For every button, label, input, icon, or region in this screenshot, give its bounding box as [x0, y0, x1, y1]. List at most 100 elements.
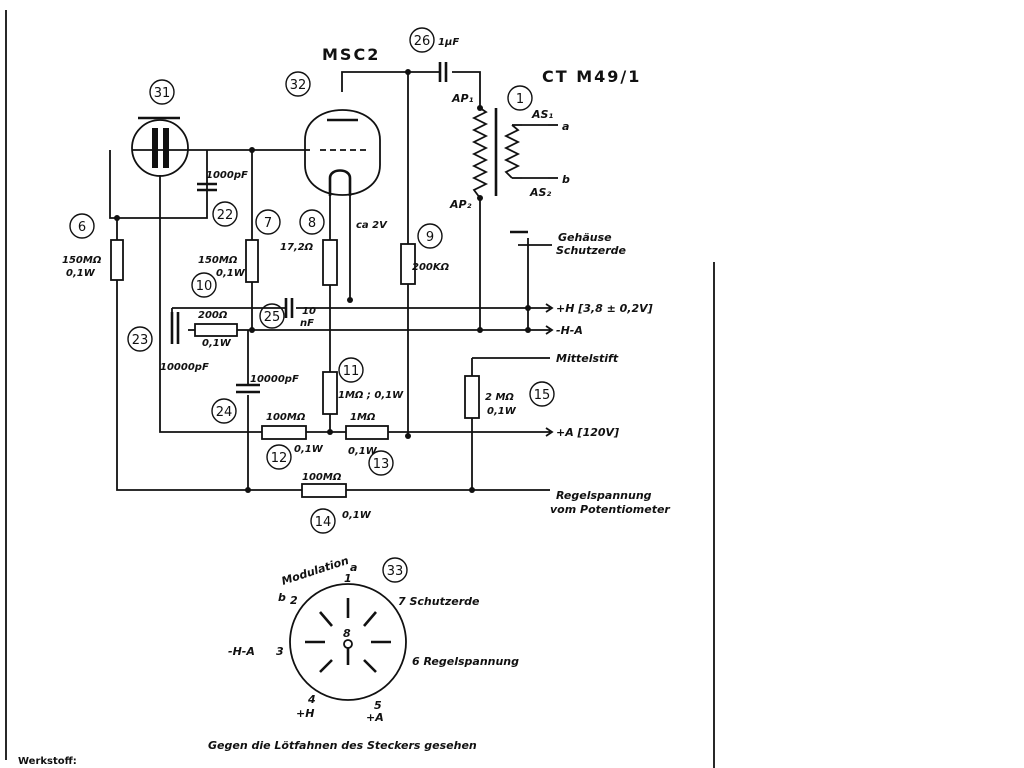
ref-22: 22 [217, 208, 234, 223]
terminal-center: Mittelstift [556, 352, 619, 365]
pin-b-label: b [278, 591, 286, 604]
r13-value: 1MΩ [350, 412, 376, 423]
ref-9: 9 [426, 230, 434, 245]
out-b-label: b [562, 173, 570, 186]
ref-12: 12 [271, 451, 288, 466]
werkstoff-label: Werkstoff: [18, 756, 77, 767]
ref-24: 24 [216, 405, 233, 420]
ref-15: 15 [534, 388, 551, 403]
pin-1-label: 1 [344, 572, 352, 585]
terminal-labels: Gehäuse Schutzerde +H [3,8 ± 0,2V] -H-A … [550, 231, 670, 516]
r11-value: 1MΩ ; 0,1W [338, 390, 404, 401]
terminal-control: Regelspannung [556, 489, 652, 502]
ref-7: 7 [264, 216, 272, 231]
c24-value: 10000pF [250, 374, 299, 385]
resistor-r7 [245, 239, 259, 283]
terminal-control-source: vom Potentiometer [550, 503, 670, 516]
transformer-type: CT M49/1 [542, 67, 641, 86]
resistors [110, 239, 480, 498]
ref-25: 25 [264, 310, 281, 325]
pin-3-label: 3 [276, 645, 284, 658]
r14-value: 100MΩ [302, 472, 342, 483]
capacitor-c22 [197, 182, 217, 192]
r10-power: 0,1W [202, 338, 232, 349]
terminal-heater-minus: -H-A [556, 324, 583, 337]
tube-msc2 [304, 109, 381, 196]
r13-power: 0,1W [348, 446, 378, 457]
ref-8: 8 [308, 216, 316, 231]
ref-1: 1 [516, 92, 524, 107]
ref-33: 33 [387, 564, 404, 579]
r10-value: 200Ω [198, 310, 228, 321]
c22-value: 1000pF [206, 170, 248, 181]
ref-26: 26 [414, 34, 431, 49]
r12-value: 100MΩ [266, 412, 306, 423]
ref-13: 13 [373, 457, 390, 472]
modulation-label: Modulation [280, 554, 351, 588]
capacitor-c24 [236, 383, 260, 394]
ref-6: 6 [78, 220, 86, 235]
pin-4-desc: +H [296, 707, 314, 720]
capacitor-c26 [438, 62, 448, 82]
pin-6-desc: 6 Regelspannung [412, 655, 519, 668]
resistor-r11 [322, 371, 338, 415]
resistor-r10 [194, 323, 238, 337]
c23-value: 10000pF [160, 362, 209, 373]
ref-32: 32 [290, 78, 307, 93]
pin-2-label: 2 [290, 594, 298, 607]
resistor-r14 [301, 483, 347, 498]
terminal-case-earth: Schutzerde [556, 244, 627, 257]
pin-5-label: 5 [374, 699, 382, 712]
junction-dots [114, 69, 531, 493]
r9-value: 200KΩ [412, 262, 450, 273]
capacitor-c23 [170, 312, 180, 344]
resistor-r9 [400, 243, 416, 285]
reference-markers: 31 32 26 1 6 22 7 8 9 10 25 23 11 24 1 2 … [69, 27, 555, 583]
cathode-voltage: ca 2V [356, 220, 388, 231]
pin-4-label: 4 [307, 693, 316, 706]
plug-pinout: 8 1 2 3 4 5 Modulation a b 7 Schutzerde … [208, 554, 519, 752]
r7-power: 0,1W [216, 268, 246, 279]
c25-unit: nF [300, 318, 314, 329]
out-a-label: a [562, 120, 569, 133]
ref-14: 14 [315, 515, 332, 530]
tube-type: MSC2 [322, 45, 380, 64]
c25-value: 10 [302, 306, 316, 317]
r8-value: 17,2Ω [280, 242, 314, 253]
resistor-r8 [322, 239, 338, 286]
ap2-label: AP₂ [449, 198, 472, 211]
wiring [109, 71, 558, 491]
ref-31: 31 [154, 86, 171, 101]
ref-23: 23 [132, 333, 149, 348]
terminal-heater-plus: +H [3,8 ± 0,2V] [556, 302, 653, 315]
terminal-case: Gehäuse [558, 231, 612, 244]
transformer [471, 107, 522, 199]
capacitor-c25 [284, 298, 294, 318]
pin-7-desc: 7 Schutzerde [398, 595, 480, 608]
as1-label: AS₁ [531, 108, 553, 121]
r6-value: 150MΩ [62, 255, 102, 266]
pin-5-desc: +A [366, 711, 384, 724]
resistor-r12 [261, 425, 307, 440]
r7-value: 150MΩ [198, 255, 238, 266]
resistor-r15 [464, 375, 480, 419]
as2-label: AS₂ [529, 186, 551, 199]
plug-caption: Gegen die Lötfahnen des Steckers gesehen [208, 739, 477, 752]
pin-8-label: 8 [343, 627, 351, 640]
r6-power: 0,1W [66, 268, 96, 279]
r15-power: 0,1W [487, 406, 517, 417]
resistor-r13 [345, 425, 389, 440]
resistor-r6 [110, 239, 124, 281]
terminal-anode: +A [120V] [556, 426, 619, 439]
ap1-label: AP₁ [451, 92, 474, 105]
ref-10: 10 [196, 279, 213, 294]
r15-value: 2 MΩ [485, 392, 514, 403]
pin-a-label: a [350, 561, 357, 574]
microphone-capsule [131, 116, 189, 177]
ref-11: 11 [343, 364, 360, 379]
pin-3-desc: -H-A [228, 645, 255, 658]
r14-power: 0,1W [342, 510, 372, 521]
component-labels: MSC2 CT M49/1 1µF AP₁ AP₂ AS₁ AS₂ a b 10… [62, 37, 641, 521]
r12-power: 0,1W [294, 444, 324, 455]
